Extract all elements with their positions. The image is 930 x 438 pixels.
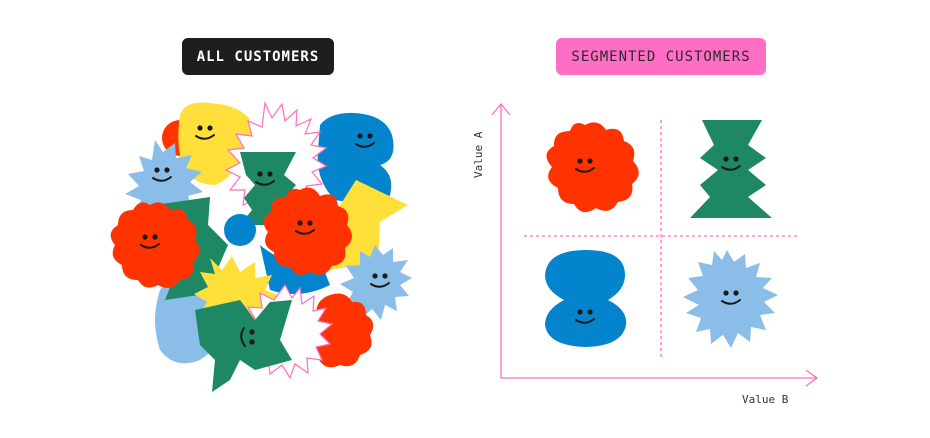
x-axis-label: Value B <box>742 393 789 406</box>
quadrant-red-flower <box>546 122 639 213</box>
all-customers-label: ALL CUSTOMERS <box>182 38 334 75</box>
customer-cluster <box>110 100 412 392</box>
quadrant-blue-blob <box>545 250 627 347</box>
quadrant-light-blue-starburst <box>683 250 778 348</box>
segmented-customers-label: SEGMENTED CUSTOMERS <box>556 38 766 75</box>
blue-shape-back <box>224 214 256 246</box>
light-blue-starburst-2 <box>340 245 412 320</box>
green-zigzag-shape-3 <box>195 300 292 392</box>
red-flower-shape-2 <box>263 187 353 276</box>
blue-blob-shape <box>317 112 394 207</box>
yellow-blob-shape <box>178 102 252 185</box>
quadrant-chart <box>491 102 819 387</box>
red-flower-shape <box>110 202 200 289</box>
y-axis-arrow-icon <box>491 102 511 116</box>
x-axis-arrow-icon <box>805 369 819 387</box>
